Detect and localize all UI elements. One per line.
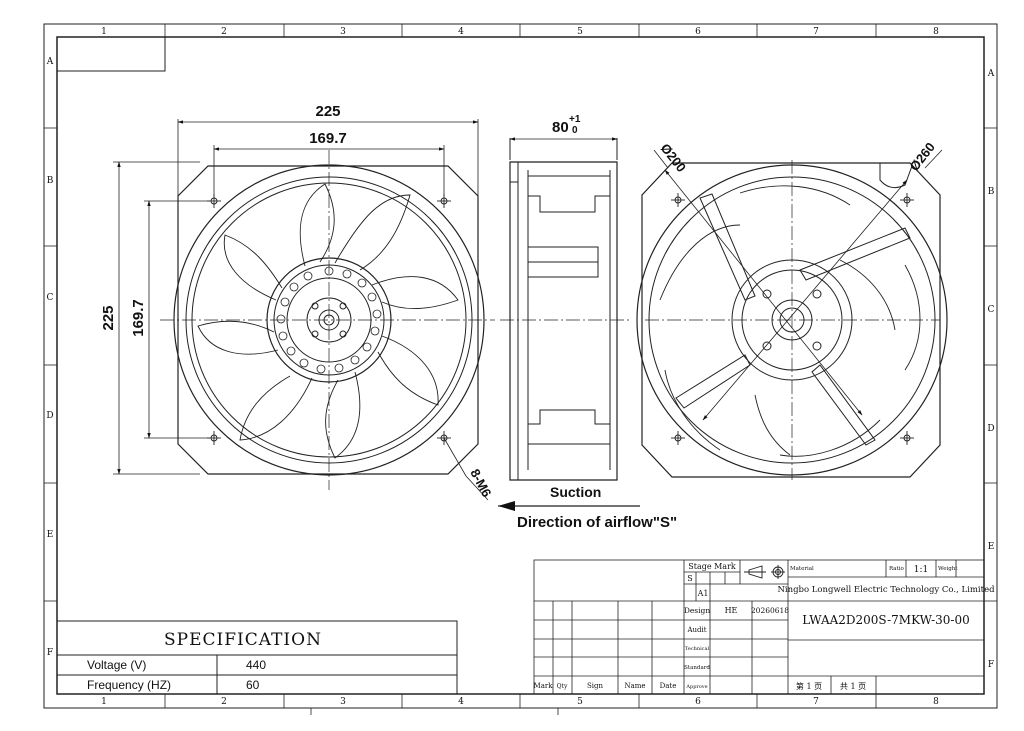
dim-width-outer: 225 xyxy=(315,103,340,120)
col-label-7-bottom: 7 xyxy=(813,697,819,707)
col-label-5-bottom: 5 xyxy=(577,697,583,707)
weight-label: Weight xyxy=(938,566,958,572)
stage-a1: A1 xyxy=(697,589,709,598)
row-label-f-right: F xyxy=(988,660,994,670)
col-label-5: 5 xyxy=(577,27,583,37)
row-label-e-right: E xyxy=(988,542,995,552)
col-label-2-bottom: 2 xyxy=(221,697,227,707)
row-label-f: F xyxy=(47,648,53,658)
hub-fins xyxy=(276,266,382,374)
name-label: Name xyxy=(624,682,645,690)
row-label-b: B xyxy=(47,176,54,186)
design-date: 20260618 xyxy=(751,606,789,615)
col-label-1-bottom: 1 xyxy=(101,697,107,707)
row-label-d-right: D xyxy=(987,424,994,434)
airflow-direction-label: Direction of airflow"S" xyxy=(517,514,677,531)
front-mount-holes xyxy=(207,194,451,445)
mark-label: Mark xyxy=(534,682,554,690)
col-label-4-bottom: 4 xyxy=(458,697,464,707)
col-label-2: 2 xyxy=(221,27,227,37)
dim-height-holes: 169.7 xyxy=(130,299,147,337)
row-label-d: D xyxy=(46,411,53,421)
standard-label: Standard xyxy=(684,665,710,671)
dim-mount-holes: 8-M6 xyxy=(467,466,494,499)
row-label-a-right: A xyxy=(987,69,995,79)
stage-mark-label: Stage Mark xyxy=(688,562,736,571)
sign-label: Sign xyxy=(587,682,604,690)
row-label-c-right: C xyxy=(988,305,995,315)
technical-label: Technical xyxy=(685,646,710,652)
company-name: Ningbo Longwell Electric Technology Co.,… xyxy=(777,585,995,595)
ratio-label: Ratio xyxy=(889,566,905,572)
stage-s: S xyxy=(687,574,692,583)
airflow-arrow xyxy=(498,501,640,511)
sheet-number: 第 1 页 xyxy=(796,681,822,691)
sheet-bottom-stubs xyxy=(310,708,559,715)
col-label-3-bottom: 3 xyxy=(340,697,346,707)
approve-label: Approve xyxy=(685,684,707,690)
date-label: Date xyxy=(660,682,677,690)
spec-title: SPECIFICATION xyxy=(164,630,322,650)
col-label-8: 8 xyxy=(933,27,939,37)
col-label-6-bottom: 6 xyxy=(695,697,701,707)
ratio-value: 1:1 xyxy=(914,565,928,575)
row-label-e: E xyxy=(47,530,54,540)
design-value: HE xyxy=(725,606,738,615)
spec-voltage-label: Voltage (V) xyxy=(87,658,146,672)
rear-view xyxy=(636,149,948,480)
row-label-b-right: B xyxy=(988,187,995,197)
dim-depth-tol-upper: +1 xyxy=(569,114,581,125)
col-label-8-bottom: 8 xyxy=(933,697,939,707)
dim-width-holes: 169.7 xyxy=(309,130,347,147)
depth-dimension: 80 +1 0 xyxy=(552,114,581,136)
dim-depth: 80 xyxy=(552,119,569,136)
spec-frequency-label: Frequency (HZ) xyxy=(87,678,171,692)
grid-column-labels xyxy=(44,24,997,708)
dim-depth-tol-lower: 0 xyxy=(572,125,578,136)
suction-label: Suction xyxy=(550,484,601,500)
specification-table xyxy=(56,620,458,695)
drawing-number: LWAA2D200S-7MKW-30-00 xyxy=(802,613,969,627)
sheet-total: 共 1 页 xyxy=(840,682,866,691)
front-dimension-lines xyxy=(113,119,489,501)
material-label: Material xyxy=(790,566,814,572)
audit-label: Audit xyxy=(686,626,706,634)
dim-dia-inner: Ø200 xyxy=(658,141,689,175)
front-view xyxy=(113,119,495,501)
title-block xyxy=(533,559,985,695)
projection-symbol-icon xyxy=(744,565,785,579)
front-blades xyxy=(197,183,459,459)
spec-frequency-value: 60 xyxy=(246,678,260,692)
col-label-3: 3 xyxy=(340,27,346,37)
side-view xyxy=(500,137,630,481)
qty-label: Qty xyxy=(557,683,568,690)
rear-blades xyxy=(659,185,921,457)
col-label-1: 1 xyxy=(101,27,107,37)
row-label-a: A xyxy=(46,57,54,67)
sheet-border xyxy=(43,23,998,709)
col-label-6: 6 xyxy=(695,27,701,37)
row-label-c: C xyxy=(47,293,54,303)
design-label: Design xyxy=(684,606,711,615)
col-label-7: 7 xyxy=(813,27,819,37)
dim-height-outer: 225 xyxy=(100,305,117,330)
dim-dia-outer: Ø260 xyxy=(907,140,938,174)
col-label-4: 4 xyxy=(458,27,464,37)
spec-voltage-value: 440 xyxy=(246,658,266,672)
rear-mount-holes xyxy=(671,193,914,445)
